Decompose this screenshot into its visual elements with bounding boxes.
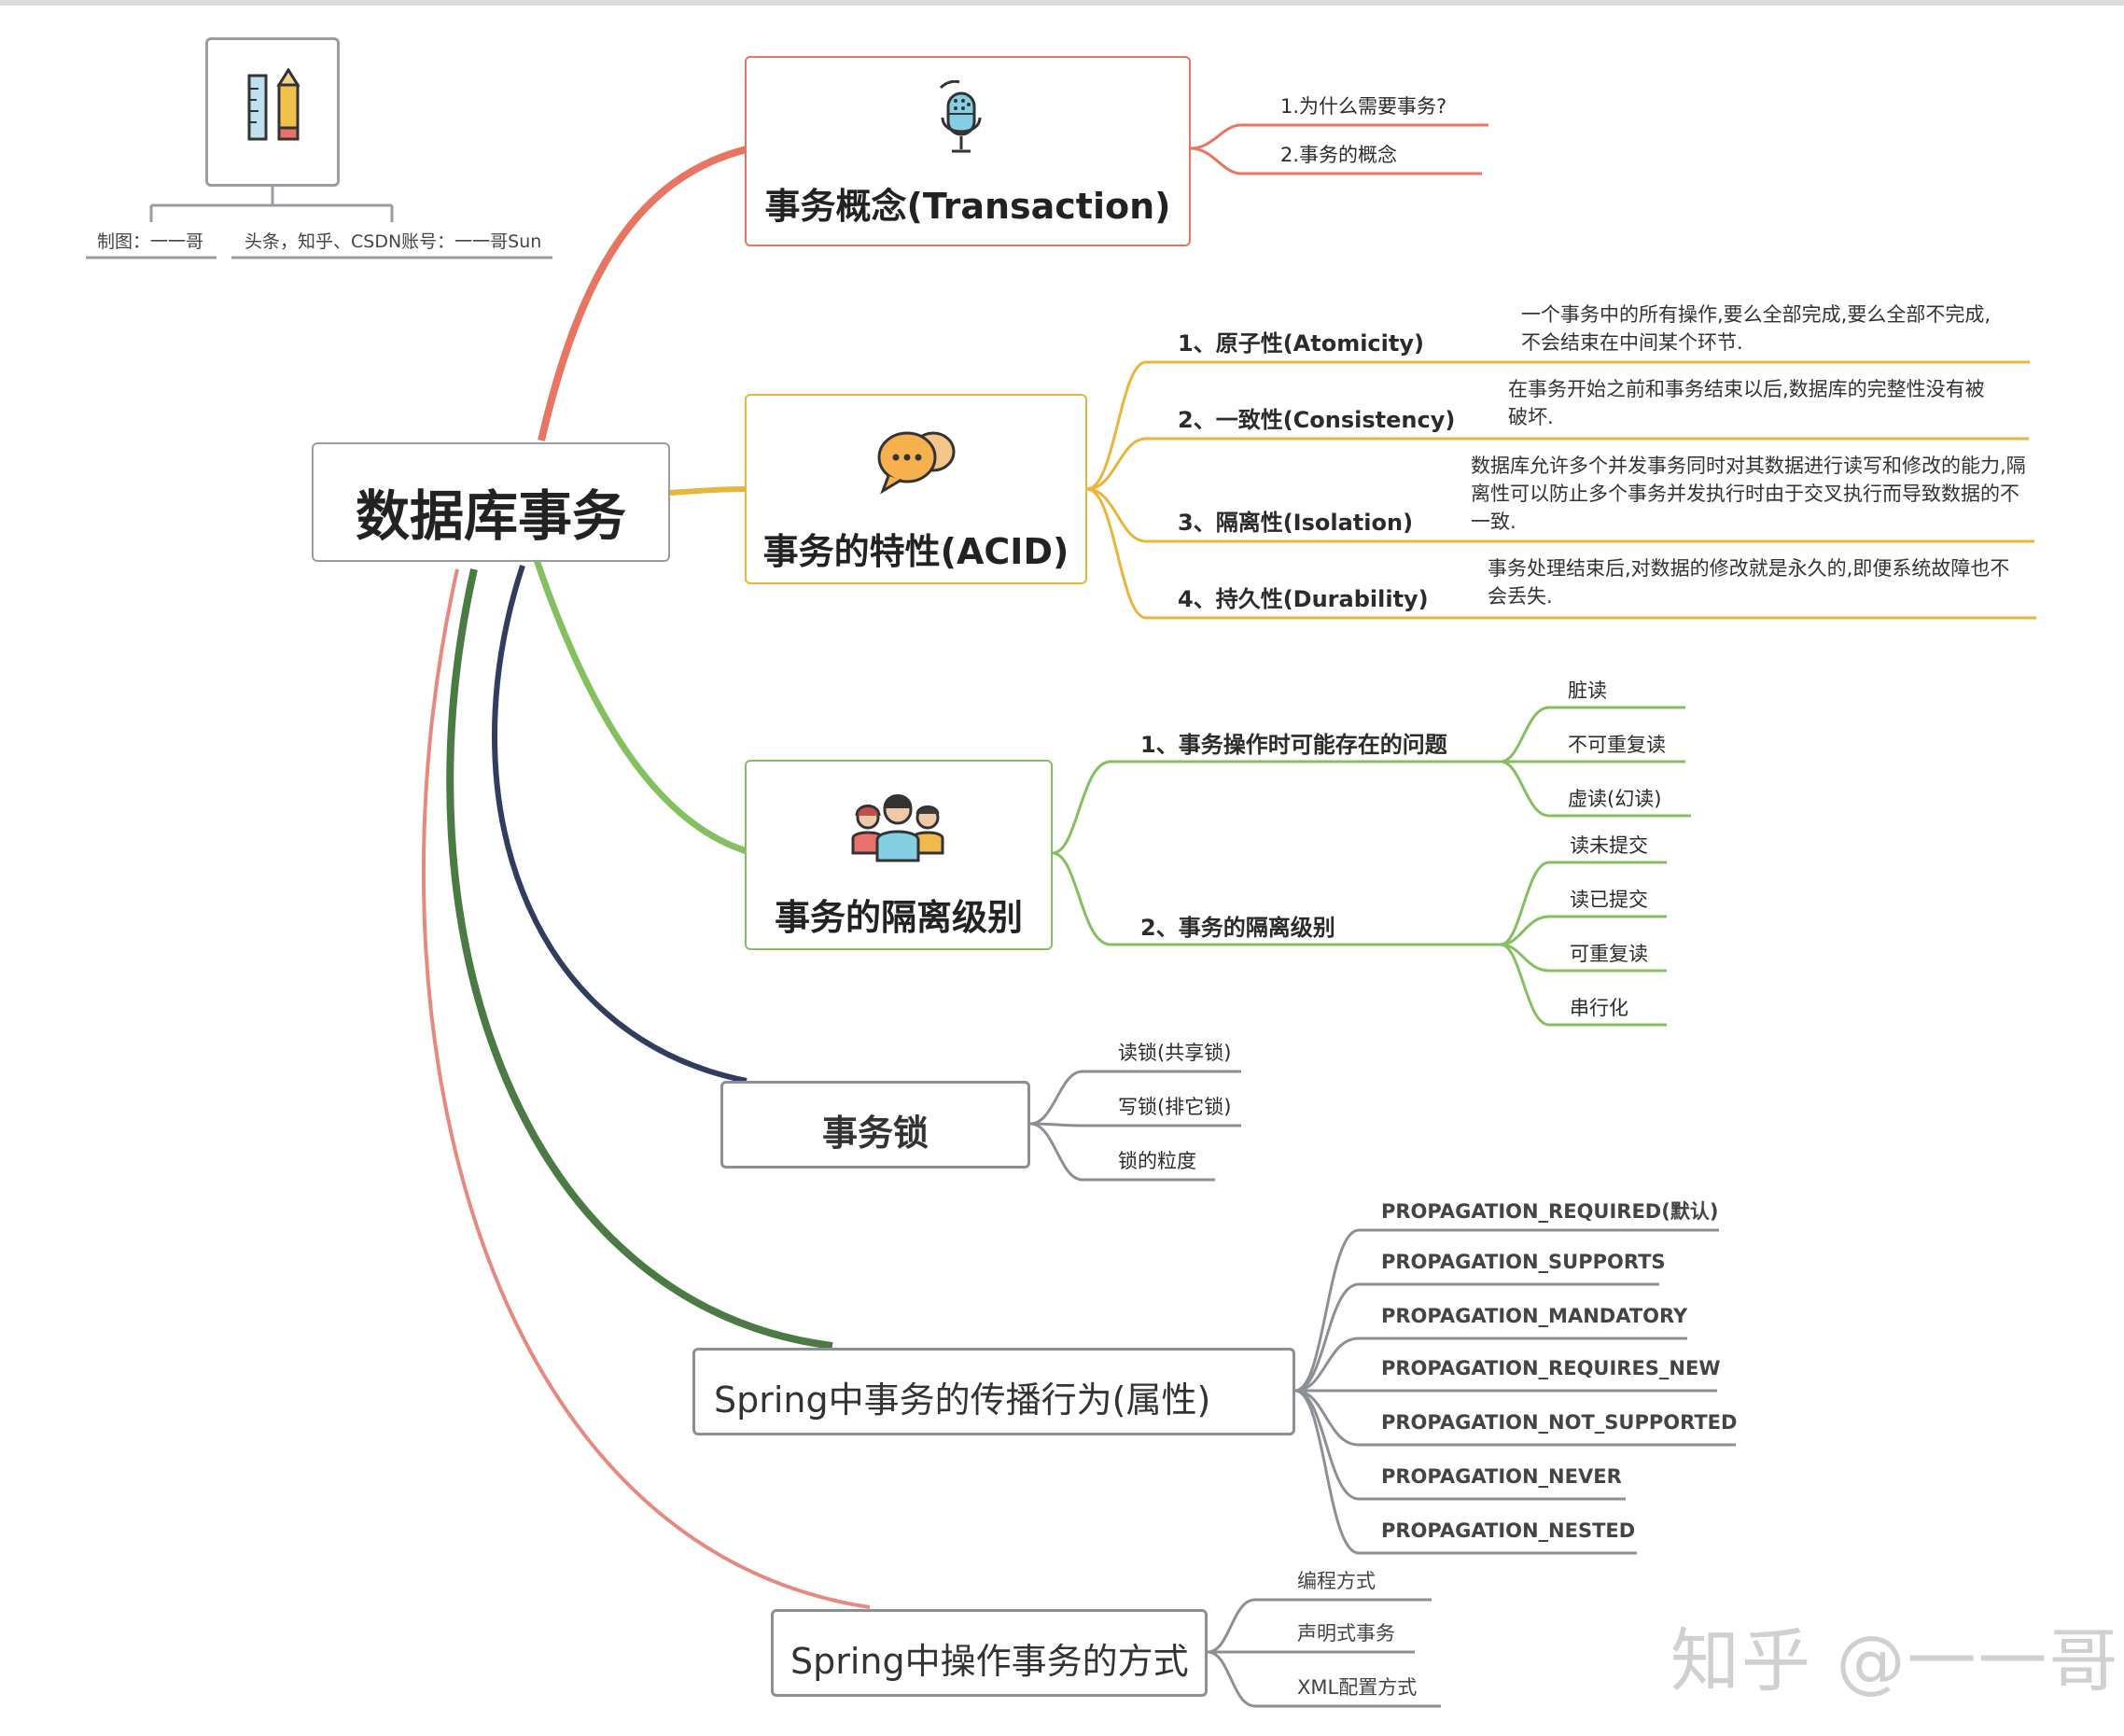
operate-label: Spring中操作事务的方式: [790, 1641, 1189, 1682]
concept-node[interactable]: 事务概念(Transaction): [745, 56, 1191, 246]
acid-atomicity-label[interactable]: 1、原子性(Atomicity): [1178, 330, 1424, 357]
lock-label: 事务锁: [821, 1113, 929, 1154]
acid-durability-label[interactable]: 4、持久性(Durability): [1178, 586, 1429, 612]
operate-declarative[interactable]: 声明式事务: [1297, 1622, 1395, 1645]
problem-dirty-read[interactable]: 脏读: [1568, 679, 1607, 702]
problem-phantom-read[interactable]: 虚读(幻读): [1568, 788, 1662, 810]
edge-root-acid: [669, 486, 748, 496]
propagation-not-supported[interactable]: PROPAGATION_NOT_SUPPORTED: [1381, 1411, 1738, 1434]
propagation-nested[interactable]: PROPAGATION_NESTED: [1381, 1519, 1636, 1542]
acid-isolation-label[interactable]: 3、隔离性(Isolation): [1178, 510, 1414, 536]
acid-durability-note: 事务处理结束后,对数据的修改就是永久的,即便系统故障也不会丢失.: [1488, 557, 2010, 608]
propagation-mandatory[interactable]: PROPAGATION_MANDATORY: [1381, 1305, 1688, 1327]
root-node[interactable]: 数据库事务: [312, 442, 670, 562]
propagation-required[interactable]: PROPAGATION_REQUIRED(默认): [1381, 1200, 1719, 1223]
lock-granularity[interactable]: 锁的粒度: [1118, 1150, 1196, 1172]
lock-node[interactable]: 事务锁: [720, 1081, 1030, 1169]
zhihu-watermark: 知乎 @一一哥: [1670, 1621, 2120, 1701]
acid-consistency-label[interactable]: 2、一致性(Consistency): [1178, 407, 1456, 433]
acid-label: 事务的特性(ACID): [762, 531, 1069, 572]
ruler-pencil-icon: [247, 68, 300, 141]
concept-item-1[interactable]: 1.为什么需要事务?: [1280, 95, 1447, 118]
level-read-committed[interactable]: 读已提交: [1570, 889, 1648, 911]
propagation-node[interactable]: Spring中事务的传播行为(属性): [692, 1348, 1295, 1435]
propagation-requires-new[interactable]: PROPAGATION_REQUIRES_NEW: [1381, 1357, 1721, 1379]
concept-label: 事务概念(Transaction): [764, 186, 1171, 227]
edge-root-operate: [422, 568, 871, 1609]
isolation-label: 事务的隔离级别: [774, 897, 1023, 938]
operate-xml-config[interactable]: XML配置方式: [1297, 1676, 1418, 1699]
isolation-problems-label[interactable]: 1、事务操作时可能存在的问题: [1140, 732, 1447, 758]
acid-atomicity-note: 一个事务中的所有操作,要么全部完成,要么全部不完成,不会结束在中间某个环节.: [1521, 303, 1991, 354]
lock-read-lock[interactable]: 读锁(共享锁): [1118, 1042, 1232, 1064]
isolation-node[interactable]: 事务的隔离级别: [745, 760, 1053, 950]
operate-programmatic[interactable]: 编程方式: [1297, 1570, 1376, 1592]
legend-accounts: 头条，知乎、CSDN账号：一一哥Sun: [245, 231, 542, 252]
lock-write-lock[interactable]: 写锁(排它锁): [1118, 1096, 1232, 1118]
level-repeatable-read[interactable]: 可重复读: [1570, 943, 1648, 965]
acid-node[interactable]: 事务的特性(ACID): [745, 394, 1087, 584]
problem-non-repeatable-read[interactable]: 不可重复读: [1568, 734, 1666, 756]
operate-node[interactable]: Spring中操作事务的方式: [771, 1609, 1208, 1697]
window-top-bar: [0, 0, 2124, 6]
legend-box: [205, 37, 340, 187]
edge-legend: [149, 187, 394, 222]
acid-consistency-note: 在事务开始之前和事务结束以后,数据库的完整性没有被破坏.: [1508, 378, 1985, 428]
root-label: 数据库事务: [355, 484, 626, 548]
level-serializable[interactable]: 串行化: [1570, 997, 1628, 1019]
microphone-icon: [939, 80, 982, 153]
chat-bubbles-icon: [877, 431, 956, 495]
edge-root-isolation: [533, 558, 748, 855]
propagation-never[interactable]: PROPAGATION_NEVER: [1381, 1465, 1622, 1488]
propagation-label: Spring中事务的传播行为(属性): [714, 1379, 1211, 1421]
people-group-icon: [851, 794, 944, 862]
acid-isolation-note: 数据库允许多个并发事务同时对其数据进行读写和修改的能力,隔离性可以防止多个事务并…: [1471, 455, 2026, 533]
edge-root-concept: [538, 146, 748, 441]
level-read-uncommitted[interactable]: 读未提交: [1570, 834, 1648, 857]
concept-item-2[interactable]: 2.事务的概念: [1280, 144, 1398, 166]
propagation-supports[interactable]: PROPAGATION_SUPPORTS: [1381, 1251, 1666, 1273]
isolation-levels-label[interactable]: 2、事务的隔离级别: [1140, 915, 1335, 941]
edge-root-propagation: [446, 568, 833, 1350]
legend-author: 制图：一一哥: [97, 231, 204, 252]
edge-root-lock: [492, 565, 748, 1084]
